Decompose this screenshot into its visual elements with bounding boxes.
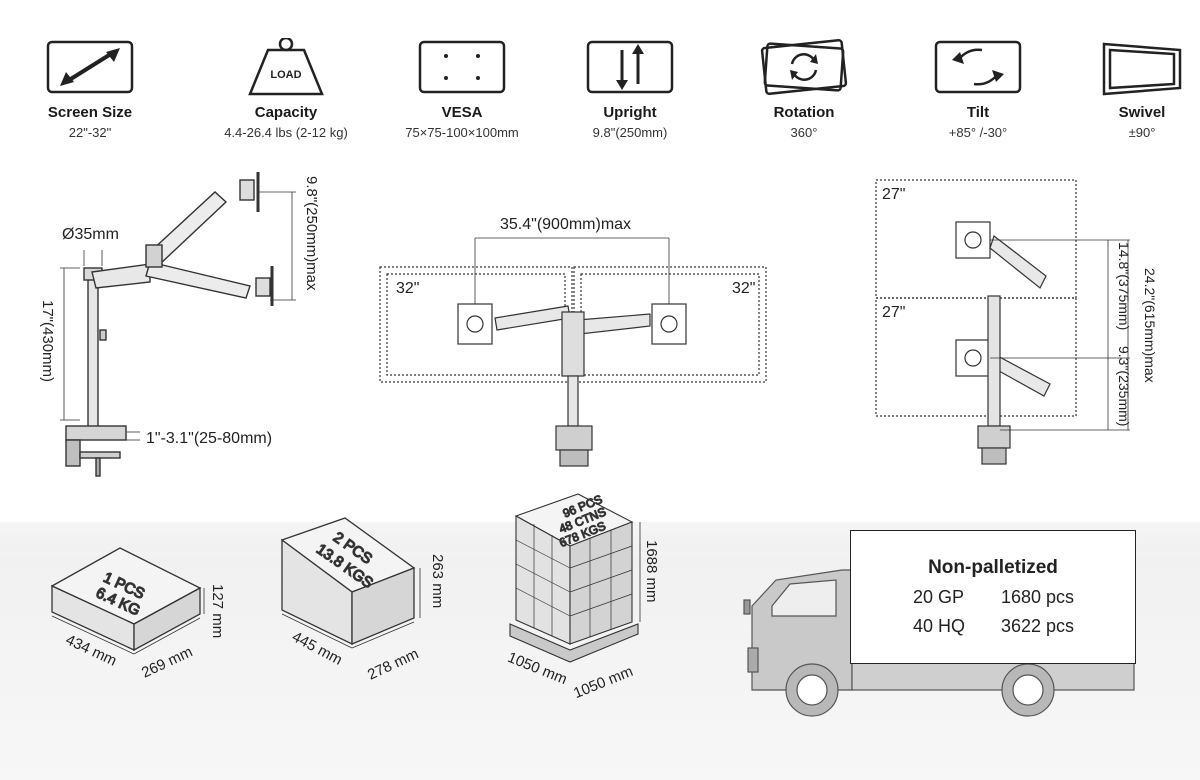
spec-title: Swivel <box>1118 104 1166 121</box>
pole-height-label: 17"(430mm) <box>39 300 56 383</box>
spec-screen-size: Screen Size 22"-32" <box>10 38 170 140</box>
spec-tilt: Tilt +85° /-30° <box>898 38 1058 140</box>
spec-value: ±90° <box>1128 125 1156 140</box>
dual-view-drawing <box>379 237 767 467</box>
bottom-screen-size-label: 27" <box>882 304 906 321</box>
carton-height: 263 mm <box>429 554 446 609</box>
container-qty: 3622 pcs <box>1001 616 1075 636</box>
shipping-title: Non-palletized <box>928 557 1058 578</box>
spec-value: 75×75-100×100mm <box>405 125 519 140</box>
spec-title: Capacity <box>254 104 318 121</box>
pallet-height: 1688 mm <box>643 540 660 603</box>
container-type: 40 HQ <box>913 616 966 636</box>
container-type: 20 GP <box>913 587 965 607</box>
pallet-drawing: 96 PCS 48 CTNS 678 KGS <box>509 492 641 663</box>
right-screen-size-label: 32" <box>732 280 756 297</box>
spec-swivel: Swivel ±90° <box>1062 38 1200 140</box>
spec-rotation: Rotation 360° <box>724 38 884 140</box>
carton-drawing: 2 PCS 13.8 KGS <box>280 517 421 649</box>
weight-icon: LOAD <box>248 38 324 96</box>
total-span-label: 24.2"(615mm)max <box>1142 268 1158 383</box>
stacked-view-drawing <box>875 179 1130 465</box>
spec-upright: Upright 9.8"(250mm) <box>550 38 710 140</box>
spec-title: VESA <box>441 104 483 121</box>
vesa-holes-icon <box>418 40 506 94</box>
spec-title: Screen Size <box>47 104 133 121</box>
truck-drawing <box>743 569 1135 717</box>
left-screen-size-label: 32" <box>396 280 420 297</box>
arm-height-label: 9.8"(250mm)max <box>303 176 320 291</box>
spec-value: 4.4-26.4 lbs (2-12 kg) <box>224 125 348 140</box>
spec-title: Tilt <box>966 104 990 121</box>
tilt-icon <box>934 40 1022 94</box>
container-qty: 1680 pcs <box>1001 587 1075 607</box>
shipping-row: 20 GP 1680 pcs <box>851 587 1135 608</box>
side-view-drawing <box>60 172 296 477</box>
dual-width-label: 35.4"(900mm)max <box>500 216 632 233</box>
top-screen-size-label: 27" <box>882 186 906 203</box>
spec-value: 9.8"(250mm) <box>592 125 668 140</box>
double-arrow-icon <box>46 40 134 94</box>
spec-value: 22"-32" <box>68 125 112 140</box>
bottom-span-label: 9.3"(235mm) <box>1116 346 1132 427</box>
pole-diameter-label: Ø35mm <box>62 226 119 243</box>
spec-title: Upright <box>603 104 657 121</box>
swivel-icon <box>1102 42 1182 96</box>
spec-capacity: LOAD Capacity 4.4-26.4 lbs (2-12 kg) <box>206 38 366 140</box>
spec-vesa: VESA 75×75-100×100mm <box>382 38 542 140</box>
clamp-range-label: 1"-3.1"(25-80mm) <box>146 430 273 447</box>
single-box-height: 127 mm <box>209 584 226 639</box>
shipping-card: Non-palletized 20 GP 1680 pcs 40 HQ 3622… <box>850 530 1136 664</box>
spec-title: Rotation <box>773 104 835 121</box>
rotation-icon <box>760 38 848 96</box>
shipping-row: 40 HQ 3622 pcs <box>851 616 1135 637</box>
single-box-drawing: 1 PCS 6.4 KG <box>50 547 205 655</box>
spec-value: 360° <box>790 125 818 140</box>
spec-value: +85° /-30° <box>948 125 1008 140</box>
up-down-arrows-icon <box>586 40 674 94</box>
load-label: LOAD <box>270 69 301 81</box>
top-span-label: 14.8"(375mm) <box>1116 242 1132 331</box>
